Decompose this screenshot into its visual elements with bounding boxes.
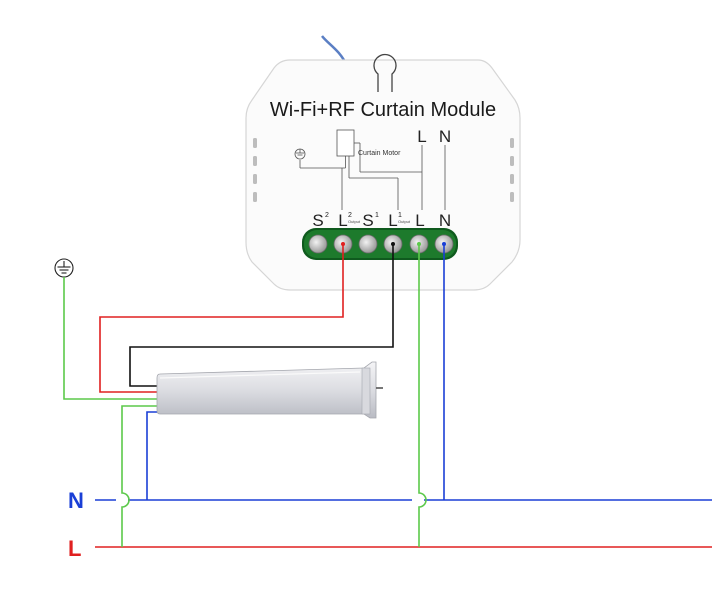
red-wire-L2: [99, 244, 344, 393]
ground-wire: [63, 277, 168, 400]
terminal-label: L: [338, 211, 347, 230]
terminal-label: S: [362, 211, 373, 230]
neutral-bus-label: N: [68, 488, 84, 513]
terminal-sub: Output: [398, 219, 411, 224]
wires: [63, 244, 445, 547]
curtain-module: Wi-Fi+RF Curtain Module Curtain Motor L …: [245, 53, 521, 291]
live-bus-label: L: [68, 536, 81, 561]
ground-symbol-small-icon: [294, 148, 306, 160]
motor-label: Curtain Motor: [358, 150, 401, 157]
vent-slots-right: [510, 138, 514, 202]
terminal-block: [302, 228, 458, 260]
terminal-label: L: [415, 211, 424, 230]
terminal-sup: 2: [325, 212, 329, 219]
module-title: Wi-Fi+RF Curtain Module: [270, 99, 496, 121]
terminal-sup: 1: [398, 212, 402, 219]
terminal-sup: 2: [348, 212, 352, 219]
screw-wire-dots: [341, 242, 446, 246]
terminal-label: N: [439, 211, 451, 230]
hanging-loop-icon: [373, 53, 397, 92]
black-wire-L1: [129, 244, 394, 387]
vent-slots-left: [253, 138, 257, 202]
green-wire-motor-live: [121, 405, 168, 547]
terminal-label: L: [388, 211, 397, 230]
terminal-sub: Output: [348, 219, 361, 224]
ground-symbol-icon: [54, 258, 74, 278]
terminal-sup: 1: [375, 212, 379, 219]
curtain-motor-icon: [156, 361, 383, 419]
terminal-labels: S 2 L 2 Output S 1 L 1 Output L N: [312, 211, 451, 230]
blue-wire-motor-neutral: [146, 411, 168, 500]
internal-schematic: [299, 129, 446, 210]
terminal-label: S: [312, 211, 323, 230]
green-wire-module-live: [418, 244, 427, 547]
top-L-label: L: [417, 127, 426, 146]
top-N-label: N: [439, 127, 451, 146]
